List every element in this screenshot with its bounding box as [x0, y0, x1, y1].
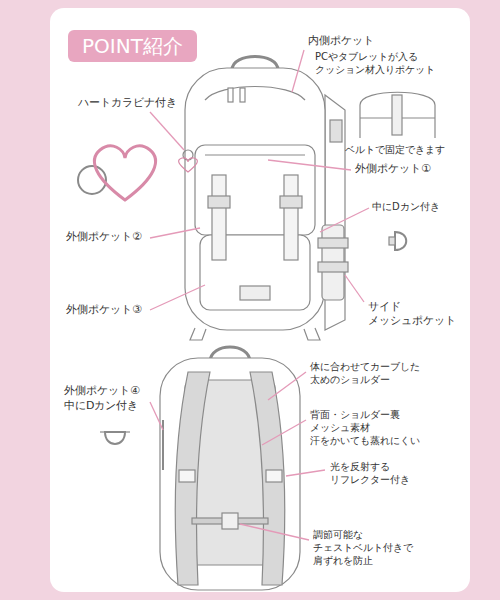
callout-label: 調節可能な チェストベルト付きで 肩ずれを防止 — [313, 528, 433, 567]
callout-label: 外側ポケット④ — [64, 384, 154, 398]
callout-label: ベルトで固定できます — [345, 143, 465, 156]
callout-label: 体に合わせてカーブした 太めのショルダー — [310, 360, 450, 386]
callout-label: 内側ポケット — [308, 34, 398, 48]
callout-label: 外側ポケット② — [66, 230, 151, 244]
callout-label: 中にDカン付き — [372, 200, 467, 213]
callout-label: 外側ポケット③ — [66, 303, 151, 317]
callout-label: サイド メッシュポケット — [368, 300, 468, 329]
callout-label: ハートカラビナ付き — [78, 96, 198, 110]
callout-label: 中にDカン付き — [64, 399, 154, 413]
callout-label: 外側ポケット① — [355, 162, 455, 176]
callout-label: 背面・ショルダー裏 メッシュ素材 汗をかいても蒸れにくい — [310, 408, 445, 447]
callout-label: PCやタブレットが入る クッション材入りポケット — [315, 50, 455, 76]
callout-label: 光を反射する リフレクター付き — [330, 460, 440, 486]
title-banner: POINT紹介 — [68, 30, 197, 62]
